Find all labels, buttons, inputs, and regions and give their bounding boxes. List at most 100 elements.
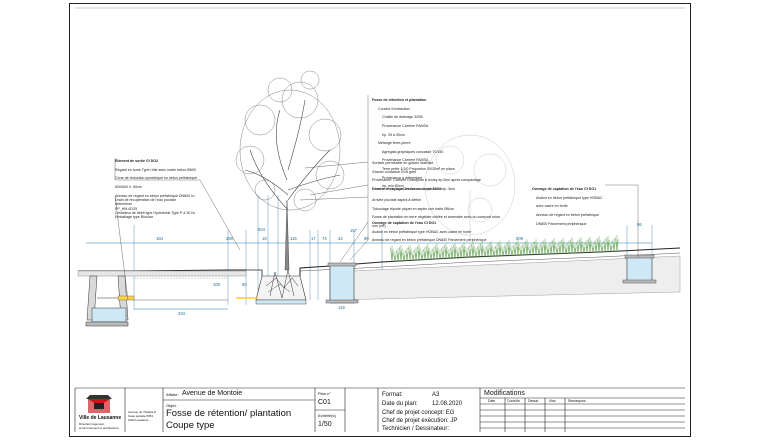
annotation-arrivee-line: Arrivée pluviale aspira à définir: [372, 198, 422, 203]
grass-tuft: [588, 236, 592, 253]
annotation-ouvrage-left: Ouvrage de captation de l'eau Cf DO1 Ava…: [372, 217, 532, 247]
dimension-label-bottom: 119: [338, 305, 345, 310]
date-label: Date du plan:: [382, 401, 418, 407]
lausanne-logo: [86, 395, 112, 413]
grass-tuft: [513, 243, 517, 257]
grass-tuft: [525, 239, 529, 256]
dimension-label: 909: [516, 236, 523, 241]
grass-tuft: [594, 239, 598, 253]
dimension-label: 504: [258, 227, 265, 232]
annotation-fosse-line: Provenance Carrière FAMSA: [382, 124, 429, 129]
technicien-label: Technicien / Dessinateur:: [382, 426, 450, 432]
modifications-title: Modifications: [484, 390, 525, 397]
grass-tuft: [456, 248, 460, 259]
chef-projet-concept: Chef de projet concept: EG: [382, 410, 455, 416]
grass-tuft: [606, 235, 610, 252]
annotation-element-sortie-line: 600/600 h. 60cm: [115, 185, 142, 190]
grass-tuft: [501, 246, 505, 257]
annotation-drain-line: PP_HM Ø125: [115, 206, 138, 211]
annotation-element-sortie-line: Regard en fonte Type rôtie avec cadre bé…: [115, 167, 196, 172]
grass-tuft: [459, 245, 463, 259]
grass-tuft: [414, 247, 418, 261]
modifications-header: Contrôle: [507, 399, 520, 403]
grass-tuft: [402, 251, 406, 262]
grass-tuft: [555, 244, 559, 255]
annotation-arrivee-line: Tuboulage tripode piquet en septin noir …: [372, 206, 454, 211]
annotation-ouvrage-right-line: DN800 Parcement périphérique: [536, 221, 587, 226]
grass-tuft: [534, 239, 538, 256]
plan-value: C01: [318, 399, 331, 406]
annotation-surface-line: Couche de réglage Gravier concassé 16/32…: [372, 187, 456, 192]
grass-tuft: [393, 251, 397, 262]
grass-tuft: [507, 240, 511, 257]
format-label: Format:: [382, 392, 403, 398]
grass-tuft: [582, 242, 586, 253]
grass-tuft: [465, 248, 469, 259]
annotation-element-sortie-line: déterminer: [115, 202, 133, 207]
annotation-fosse: Fosse de rétention et plantation Couche …: [372, 94, 502, 193]
grass-tuft: [522, 242, 526, 256]
annotation-fosse-line: Couche d'extraction: [378, 106, 410, 111]
objet-line-2: Coupe type: [166, 420, 215, 431]
annotation-ouvrage-left-line: Avaloir en béton préfabriqué type HOBAC …: [372, 229, 472, 234]
grass-tuft: [528, 245, 532, 256]
city-name: Ville de Lausanne: [79, 415, 122, 421]
grass-tuft: [558, 240, 562, 255]
grass-tuft: [597, 236, 601, 253]
annotation-ouvrage-right-title: Ouvrage de captation de l'eau Cf DO1: [532, 187, 597, 192]
annotation-reserve: Réserve d'eau sous les fosses de plantat…: [372, 183, 522, 196]
grass-tuft: [531, 242, 535, 256]
dimension-label: 17: [311, 236, 316, 241]
grass-tuft: [609, 241, 613, 252]
modifications-header: Date: [488, 399, 496, 403]
grass-tuft: [396, 248, 400, 262]
grass-tuft: [426, 243, 430, 260]
grass-tuft: [546, 244, 550, 255]
annotation-surface-line: Surface perméable en gravier stabilisé: [372, 161, 434, 166]
grass-tuft: [486, 244, 490, 258]
grass-tuft: [591, 242, 595, 253]
dimension-label-side: 60: [242, 282, 247, 287]
grass-tuft: [567, 240, 571, 254]
grass-tuft: [576, 240, 580, 254]
annotation-fosse-line: Chaille de drainage 32/50: [382, 115, 423, 120]
city-department: Direction logement, environnement et arc…: [79, 422, 119, 430]
inlet-chamber-right: [622, 254, 657, 284]
grass-tuft: [600, 242, 604, 253]
grass-tuft: [483, 247, 487, 258]
outlet-chamber: [85, 275, 135, 327]
leader-lines: [114, 95, 639, 301]
echelle-value: 1/50: [318, 421, 332, 428]
objet-line-1: Fosse de rétention/ plantation: [166, 408, 292, 419]
annotation-drain: Drain de récupération de l'eau pluviale …: [115, 194, 243, 224]
grass-tuft: [411, 250, 415, 261]
grass-tuft: [450, 245, 454, 259]
annotation-surface-line: Provenance: Carrière Grandjean à Izorsy …: [372, 178, 481, 183]
dimension-label: 86: [364, 236, 369, 241]
grass-tuft: [519, 245, 523, 256]
grass-tuft: [492, 246, 496, 258]
grass-tuft: [537, 244, 541, 255]
grass-tuft: [612, 238, 616, 252]
grass-tuft: [615, 235, 619, 252]
grass-tuft: [435, 243, 439, 260]
dimension-label: 74: [322, 236, 327, 241]
grass-tuft: [516, 239, 520, 256]
grass-tuft: [495, 243, 499, 257]
grass-tuft: [573, 243, 577, 254]
annotation-element-sortie-line: Cône de réduction symétrique en béton pr…: [115, 176, 198, 181]
grass-tuft: [585, 239, 589, 253]
annotation-ouvrage-right-line: avec cadre en fonte: [536, 204, 568, 209]
grass-tuft: [420, 250, 424, 261]
grass-tuft: [510, 246, 514, 257]
grass-tuft: [603, 238, 607, 252]
grass-tuft: [564, 243, 568, 254]
grass-tuft: [453, 242, 457, 259]
annotation-arrivee-line: Fosse de plantation en terre végétale cr…: [372, 215, 501, 220]
dimension-label: 184: [156, 236, 163, 241]
tree: [235, 70, 516, 271]
grass-tuft: [498, 240, 502, 257]
annotation-arrivee: Arrivée pluviale aspira à définir Tuboul…: [372, 194, 522, 233]
grass-tuft: [444, 243, 448, 260]
